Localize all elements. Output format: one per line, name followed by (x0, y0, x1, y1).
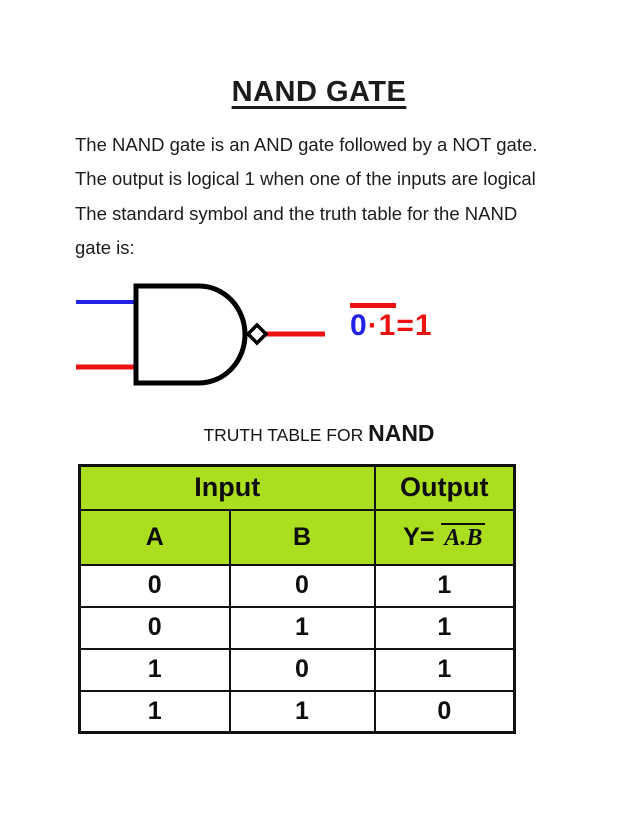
truth-table: Input Output A B Y= A.B 0 0 1 0 1 1 1 0 … (78, 464, 517, 734)
expression-dot-one: ·1 (367, 309, 397, 342)
table-group-header-row: Input Output (78, 464, 516, 511)
cell-b: 1 (228, 605, 376, 650)
column-header-a: A (78, 508, 231, 566)
table-row: 0 1 1 (78, 605, 516, 650)
cell-a: 1 (78, 689, 231, 734)
nand-gate-symbol (76, 283, 325, 386)
page-title: NAND GATE (231, 76, 407, 108)
input-group-header: Input (78, 464, 376, 511)
heading-prefix: TRUTH TABLE FOR (203, 425, 369, 445)
cell-y: 1 (373, 605, 516, 650)
table-row: 1 0 1 (78, 647, 516, 692)
expression-equals-one: =1 (396, 309, 433, 342)
cell-b: 0 (228, 647, 376, 692)
expression-overline-group: 0·1 (350, 303, 397, 343)
intro-line-2: The output is logical 1 when one of the … (75, 168, 536, 189)
cell-y: 1 (373, 647, 516, 692)
cell-b: 0 (228, 563, 376, 608)
cell-b: 1 (228, 689, 376, 734)
expression-zero: 0 (350, 309, 368, 342)
cell-y: 1 (373, 563, 516, 608)
table-row: 0 0 1 (78, 563, 516, 608)
y-equals-label: Y= (403, 522, 442, 551)
intro-paragraph: The NAND gate is an AND gate followed by… (75, 128, 585, 196)
symbol-line-2: gate is: (75, 237, 135, 258)
cell-a: 0 (78, 563, 231, 608)
column-header-y: Y= A.B (373, 508, 516, 566)
symbol-paragraph: The standard symbol and the truth table … (75, 197, 585, 265)
y-expression-overlined: A.B (441, 522, 486, 550)
symbol-line-1: The standard symbol and the truth table … (75, 203, 518, 224)
intro-line-1: The NAND gate is an AND gate followed by… (75, 134, 538, 155)
column-header-b: B (228, 508, 376, 566)
cell-a: 0 (78, 605, 231, 650)
truth-table-heading: TRUTH TABLE FOR NAND (0, 420, 638, 447)
heading-emphasis: NAND (368, 420, 435, 446)
cell-y: 0 (373, 689, 516, 734)
output-group-header: Output (373, 464, 516, 511)
table-row: 1 1 0 (78, 689, 516, 734)
table-column-header-row: A B Y= A.B (78, 508, 516, 566)
cell-a: 1 (78, 647, 231, 692)
and-gate-body (133, 283, 248, 386)
inversion-bubble-icon (245, 322, 269, 346)
boolean-expression: 0·1=1 (350, 303, 433, 343)
